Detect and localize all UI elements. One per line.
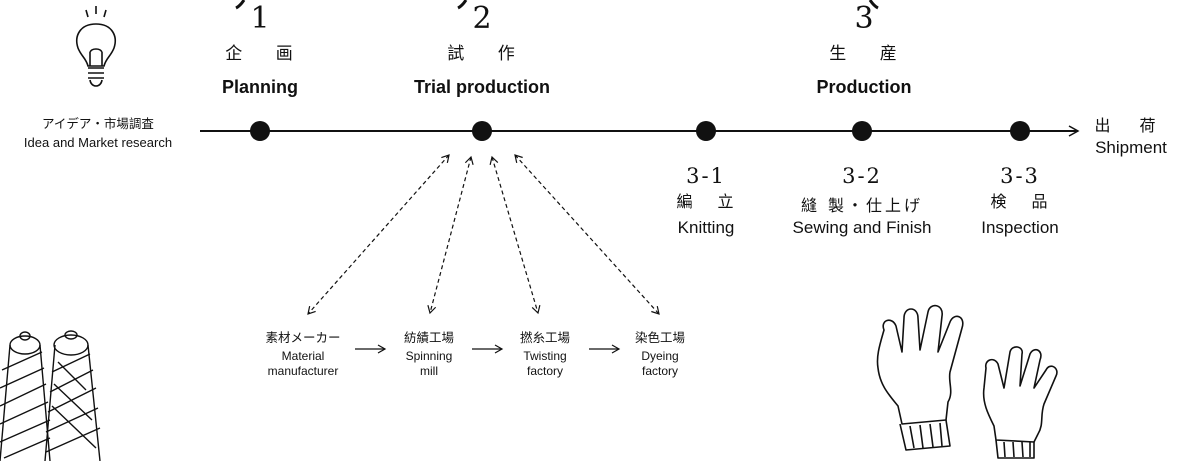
- supplier-dyeing-en2: factory: [641, 364, 679, 378]
- dashed-link-spinning: [427, 155, 474, 315]
- timeline-node-inspection: [1010, 121, 1030, 141]
- supplier-dyeing: 染色工場 Dyeing factory: [635, 330, 685, 379]
- dashed-link-material: [307, 154, 450, 315]
- substep-ja-knitting: 編 立: [676, 192, 744, 211]
- dashed-link-twisting: [489, 155, 541, 315]
- supplier-material: 素材メーカー Material manufacturer: [265, 330, 340, 379]
- supplier-spinning: 紡績工場 Spinning mill: [404, 330, 454, 379]
- substep-en-knitting: Knitting: [677, 218, 735, 237]
- timeline-node-sewing: [852, 121, 872, 141]
- stage-en-production: Production: [816, 77, 912, 97]
- substep-en-inspection: Inspection: [981, 218, 1059, 237]
- gloves-icon: [876, 304, 1058, 459]
- stage-en-planning: Planning: [222, 77, 298, 97]
- stage-number-planning: 1: [250, 1, 270, 36]
- supplier-material-ja: 素材メーカー: [265, 330, 341, 345]
- supplier-spinning-en2: mill: [419, 364, 438, 378]
- supplier-twisting-ja: 撚糸工場: [519, 330, 571, 345]
- substep-ja-sewing: 縫 製・仕上げ: [800, 196, 924, 215]
- substep-en-sewing: Sewing and Finish: [792, 218, 932, 237]
- start-label-ja: アイデア・市場調査: [42, 116, 154, 131]
- dashed-link-dyeing: [514, 154, 660, 315]
- stage-number-production: 3: [854, 1, 874, 36]
- substep-number-knitting: 3-1: [686, 164, 726, 188]
- supplier-spinning-ja: 紡績工場: [403, 330, 455, 345]
- supplier-material-en2: manufacturer: [267, 364, 339, 378]
- stage-ja-planning: 企 画: [225, 44, 307, 64]
- timeline-node-knitting: [696, 121, 716, 141]
- timeline-node-trial: [472, 121, 492, 141]
- stage-en-trial: Trial production: [413, 77, 551, 97]
- supplier-material-en1: Material: [281, 349, 325, 363]
- end-label-ja: 出 荷: [1094, 116, 1168, 135]
- supplier-dyeing-ja: 染色工場: [634, 330, 686, 345]
- stage-ja-production: 生 産: [829, 44, 911, 64]
- stage-number-trial: 2: [472, 1, 492, 36]
- substep-number-inspection: 3-3: [1000, 164, 1040, 188]
- start-label-en: Idea and Market research: [23, 135, 173, 150]
- cropped-brackets: [235, 0, 879, 10]
- supplier-twisting-en2: factory: [526, 364, 564, 378]
- yarn-cones-icon: [0, 330, 101, 461]
- timeline-node-planning: [250, 121, 270, 141]
- supplier-spinning-en1: Spinning: [405, 349, 453, 363]
- substep-ja-inspection: 検 品: [990, 192, 1058, 211]
- supplier-twisting-en1: Twisting: [523, 349, 567, 363]
- lightbulb-icon: [76, 6, 116, 87]
- stage-ja-trial: 試 作: [447, 44, 529, 64]
- supplier-twisting: 撚糸工場 Twisting factory: [520, 330, 570, 379]
- supplier-dyeing-en1: Dyeing: [641, 349, 679, 363]
- substep-number-sewing: 3-2: [842, 164, 882, 188]
- end-label-en: Shipment: [1095, 138, 1167, 157]
